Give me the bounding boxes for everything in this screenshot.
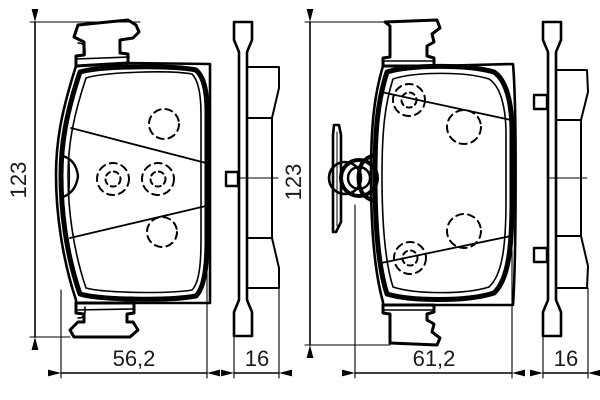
right-side-friction-upper (555, 69, 589, 121)
left-side-backplate (232, 20, 254, 338)
hole-inner-1 (104, 170, 122, 188)
hole-inner-2 (401, 249, 419, 267)
left-pad-edge-notch (61, 154, 80, 199)
left-pad-hidden-holes-inner (104, 170, 167, 188)
hole-outer-1 (392, 83, 426, 117)
wear-sensor-blade (331, 123, 343, 234)
left-pad-friction-block (58, 64, 210, 302)
dimension-right-thickness (530, 287, 600, 379)
right-pad-side-view (532, 20, 589, 338)
left-pad-bottom-notch (77, 306, 86, 319)
right-pad-hidden-holes (392, 83, 482, 275)
left-pad-hidden-holes (96, 108, 180, 248)
hole-outer-4 (146, 216, 178, 248)
right-pad-top-ear (381, 18, 442, 68)
dimension-left-thickness (221, 287, 292, 379)
hole-outer-4 (446, 213, 482, 249)
dimension-right-height (304, 9, 391, 358)
right-pad-lower-chamfer (380, 235, 512, 264)
left-pad-friction-inner (67, 71, 202, 294)
right-pad-bottom-ear (381, 303, 442, 347)
hole-inner-2 (149, 170, 167, 188)
left-pad-backplate-outline (54, 61, 212, 305)
right-side-friction-lower (555, 235, 589, 289)
dimension-label-right-width: 61,2 (413, 346, 456, 371)
hole-outer-2 (446, 109, 482, 145)
wear-sensor-eyelet-inner (346, 165, 372, 191)
hole-outer-2 (96, 162, 130, 196)
right-pad-upper-chamfer (380, 91, 512, 121)
left-side-friction-upper (246, 66, 280, 119)
left-pad-upper-chamfer (70, 127, 207, 164)
wear-sensor-ring (327, 160, 363, 196)
dimension-label-left-height: 123 (6, 162, 31, 199)
right-pad-friction-inner (381, 72, 507, 294)
hole-inner-1 (400, 91, 418, 109)
left-pad-front-view (54, 18, 212, 339)
left-pad-edge-notch-inner (68, 157, 71, 196)
left-pad-top-notch (77, 42, 86, 56)
dimension-label-right-thickness: 16 (554, 346, 578, 371)
left-pad-top-rib (75, 56, 130, 60)
dimension-label-left-width: 56,2 (113, 346, 156, 371)
right-side-backplate (541, 20, 563, 338)
wear-sensor-eyelet-outer (339, 158, 379, 198)
hole-outer-1 (148, 108, 180, 140)
left-pad-bottom-ear (68, 301, 140, 339)
dimension-right-width (342, 204, 525, 379)
right-side-tab-lower (532, 246, 549, 264)
dimension-left-width (48, 254, 220, 379)
right-pad-hidden-holes-inner (400, 91, 419, 267)
right-pad-backplate-outline (369, 62, 517, 307)
dimension-label-right-height: 123 (281, 164, 306, 201)
left-pad-lower-chamfer (69, 205, 207, 239)
hole-outer-3 (141, 162, 175, 196)
dimension-label-left-thickness: 16 (245, 346, 269, 371)
right-pad-front-view (327, 18, 517, 347)
dimension-left-height (29, 9, 141, 350)
left-pad-side-view (224, 20, 280, 338)
left-side-tab (224, 170, 240, 188)
hole-outer-3 (393, 241, 427, 275)
left-side-friction-lower (246, 237, 280, 289)
right-side-tab-upper (532, 93, 549, 111)
